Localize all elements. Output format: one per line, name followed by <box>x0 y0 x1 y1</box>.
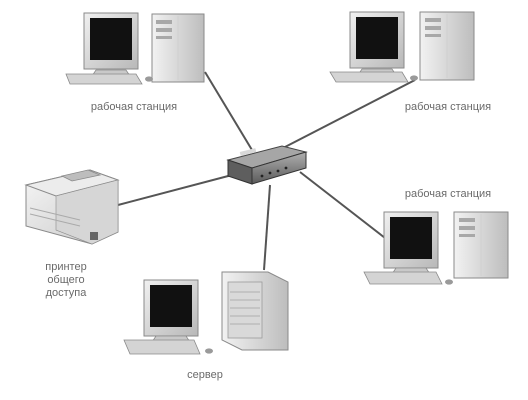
printer-icon <box>24 169 120 245</box>
label-workstation-right: рабочая станция <box>404 188 492 200</box>
label-printer-line3: доступа <box>45 287 87 299</box>
cable-to-server <box>263 184 271 271</box>
workstation-right-icon <box>363 211 509 285</box>
workstation-top-left-icon <box>65 12 205 85</box>
label-printer-line1: принтер <box>45 261 87 273</box>
label-workstation-top-left: рабочая станция <box>90 101 178 113</box>
network-hub-icon <box>226 145 308 185</box>
label-printer-line2: общего <box>47 274 85 286</box>
label-workstation-top-right: рабочая станция <box>404 101 492 113</box>
cable-to-printer <box>117 174 233 206</box>
cable-to-workstation-right <box>299 171 386 239</box>
cable-to-workstation-top-right <box>284 79 416 148</box>
server-icon <box>123 271 289 355</box>
network-cables <box>117 71 416 271</box>
cable-to-workstation-top-left <box>204 71 253 151</box>
label-shared-printer: принтер общего доступа <box>30 261 102 300</box>
workstation-top-right-icon <box>329 11 475 83</box>
label-server: сервер <box>187 369 223 381</box>
